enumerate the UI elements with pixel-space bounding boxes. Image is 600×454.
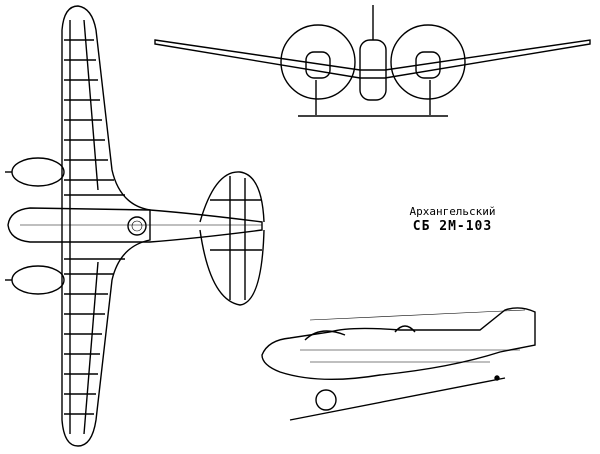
turret-top: [127, 216, 147, 236]
wing-panel-lines: [64, 19, 125, 435]
wing-front: [154, 39, 591, 79]
wing-outline: [61, 5, 151, 447]
designer-caption: Архангельский: [409, 205, 496, 218]
propeller-disc-left: [280, 24, 356, 100]
front-view: [154, 5, 591, 117]
engine-nacelle-right: [11, 265, 65, 295]
ground-line-side: [289, 377, 506, 421]
model-caption: СБ 2М-103: [412, 219, 493, 234]
side-view: [261, 307, 536, 421]
fuselage-side: [261, 307, 536, 381]
top-view: [5, 5, 265, 447]
horizontal-stabilizer: [199, 171, 265, 306]
engine-nacelle-left: [11, 157, 65, 187]
propeller-disc-right: [390, 24, 466, 100]
canopy: [304, 330, 346, 341]
fuselage-top: [7, 207, 263, 243]
turret-side: [394, 325, 416, 333]
main-wheel: [315, 389, 337, 411]
